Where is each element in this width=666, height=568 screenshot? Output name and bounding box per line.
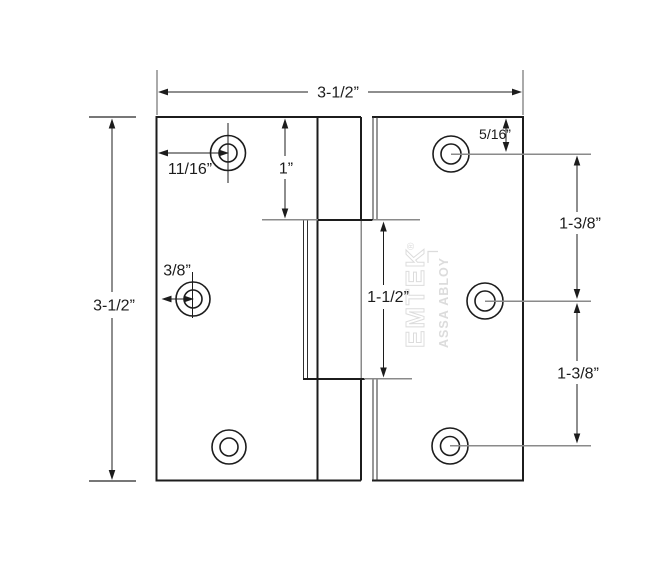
screw-hole-inner-ring (219, 437, 239, 457)
arrowhead-left (158, 88, 168, 96)
dim-label-lower-hole-spacing: 1-3/8” (557, 366, 599, 383)
dim-mid-hole-inset: 3/8” (161, 263, 194, 303)
dim-overall-height: 3-1/2” (93, 118, 135, 480)
arrowhead-down (502, 142, 510, 152)
dim-label-mid-hole-inset: 3/8” (163, 263, 191, 280)
dim-label-upper-hole-spacing: 1-3/8” (559, 216, 601, 233)
dim-top-to-hole: 5/16” (479, 118, 511, 152)
arrowhead-right (219, 149, 229, 157)
arrowhead-up (573, 303, 581, 313)
dim-top-to-barrel: 1” (279, 118, 293, 219)
dim-lower-hole-spacing: 1-3/8” (557, 303, 599, 444)
dim-label-overall-width: 3-1/2” (317, 85, 359, 102)
arrowhead-right (512, 88, 522, 96)
dim-label-overall-height: 3-1/2” (93, 298, 135, 315)
extension-lines (89, 70, 591, 483)
screw-holes (175, 123, 504, 465)
arrowhead-left (161, 295, 172, 303)
arrowhead-down (380, 367, 387, 378)
watermark-bracket-icon (427, 250, 438, 263)
arrowhead-down (573, 433, 581, 444)
dim-top-hole-inset: 11/16” (158, 149, 229, 178)
arrowhead-up (502, 118, 510, 129)
watermark-registered-mark: ® (406, 242, 417, 250)
arrowhead-down (573, 289, 581, 299)
arrowhead-down (108, 470, 116, 480)
dim-upper-hole-spacing: 1-3/8” (559, 155, 601, 299)
dim-label-barrel-length: 1-1/2” (367, 289, 409, 306)
dim-barrel-length: 1-1/2” (367, 221, 409, 378)
arrowhead-up (281, 118, 289, 129)
dim-label-top-to-hole: 5/16” (479, 126, 511, 142)
dim-label-top-to-barrel: 1” (279, 161, 293, 178)
watermark: EMTEK ® ASSA ABLOY (400, 242, 452, 349)
hinge-body (155, 116, 524, 482)
dim-overall-width: 3-1/2” (158, 85, 522, 102)
watermark-brand-text: EMTEK (400, 247, 430, 348)
arrowhead-up (108, 118, 116, 129)
dimensions: 3-1/2” 3-1/2” 11/16” 1” 3/8” (93, 85, 601, 480)
screw-hole-bottom-left (211, 429, 247, 465)
arrowhead-up (573, 155, 581, 166)
dim-label-top-hole-inset: 11/16” (168, 161, 212, 178)
arrowhead-right (184, 295, 194, 303)
arrowhead-up (380, 221, 387, 232)
arrowhead-down (281, 208, 289, 219)
arrowhead-left (158, 149, 168, 157)
watermark-parent-brand-text: ASSA ABLOY (437, 257, 451, 348)
